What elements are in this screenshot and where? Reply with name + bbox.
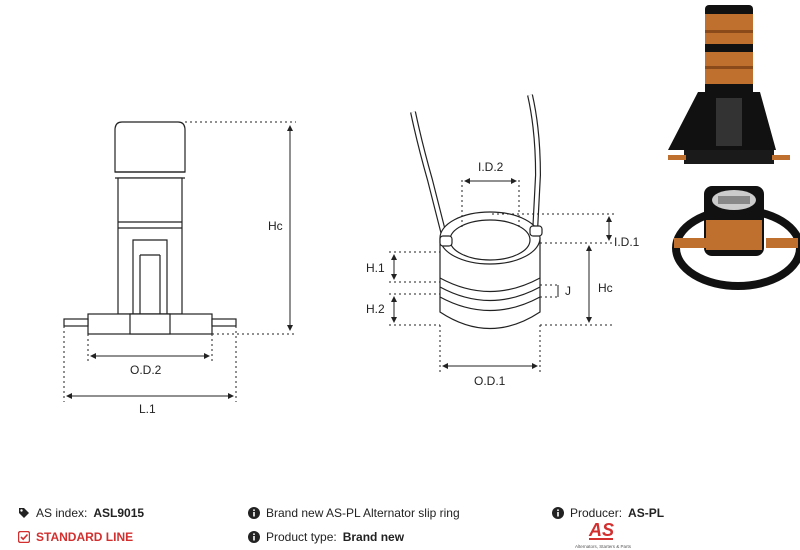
logo-tagline: Alternators, Starters & Parts bbox=[575, 544, 632, 549]
product-photos bbox=[668, 5, 800, 290]
slot-outline bbox=[132, 239, 168, 314]
right-tab bbox=[211, 318, 237, 327]
perspective-view bbox=[410, 94, 543, 329]
check-square-icon bbox=[18, 531, 30, 543]
technical-drawing: Hc O.D.2 L.1 bbox=[63, 94, 640, 416]
tag-icon bbox=[19, 508, 29, 518]
info-icon bbox=[248, 507, 260, 519]
dim-label-h1: H.1 bbox=[366, 261, 385, 275]
standard-line-row: STANDARD LINE bbox=[18, 530, 133, 544]
dim-label-od2: O.D.2 bbox=[130, 363, 162, 377]
info-icon bbox=[552, 507, 564, 519]
product-type-label: Product type: bbox=[266, 530, 337, 544]
dim-label-j: J bbox=[565, 284, 571, 298]
producer-value: AS-PL bbox=[628, 506, 665, 520]
dim-label-id1: I.D.1 bbox=[614, 235, 640, 249]
description-text: Brand new AS-PL Alternator slip ring bbox=[266, 506, 460, 520]
photo-top bbox=[668, 5, 790, 164]
as-index-row: AS index: ASL9015 bbox=[18, 506, 144, 520]
left-dimensions bbox=[63, 121, 296, 402]
body-outline bbox=[117, 177, 183, 315]
producer-row: Producer: AS-PL bbox=[552, 506, 664, 520]
photo-bottom bbox=[672, 186, 800, 290]
left-tab bbox=[63, 318, 89, 327]
product-type-value: Brand new bbox=[342, 530, 405, 544]
product-info-bar: AS index: ASL9015 STANDARD LINE Brand ne… bbox=[0, 498, 800, 550]
standard-line-label: STANDARD LINE bbox=[36, 530, 134, 544]
dim-label-id2: I.D.2 bbox=[478, 160, 504, 174]
dim-label-od1: O.D.1 bbox=[474, 374, 506, 388]
cap-outline bbox=[114, 121, 186, 173]
side-view bbox=[63, 121, 237, 335]
producer-label: Producer: bbox=[570, 506, 623, 520]
as-index-value: ASL9015 bbox=[93, 506, 145, 520]
product-type-row: Product type: Brand new bbox=[248, 530, 404, 544]
as-index-label: AS index: bbox=[36, 506, 88, 520]
info-icon bbox=[248, 531, 260, 543]
description-row: Brand new AS-PL Alternator slip ring bbox=[248, 506, 460, 520]
dim-label-hc-right: Hc bbox=[598, 281, 613, 295]
logo-text: AS bbox=[588, 520, 614, 540]
dim-label-l1: L.1 bbox=[139, 402, 156, 416]
dim-label-h2: H.2 bbox=[366, 302, 385, 316]
as-logo: AS Alternators, Starters & Parts bbox=[575, 520, 632, 549]
middle-dimensions bbox=[389, 178, 615, 372]
dim-label-hc-left: Hc bbox=[268, 219, 283, 233]
